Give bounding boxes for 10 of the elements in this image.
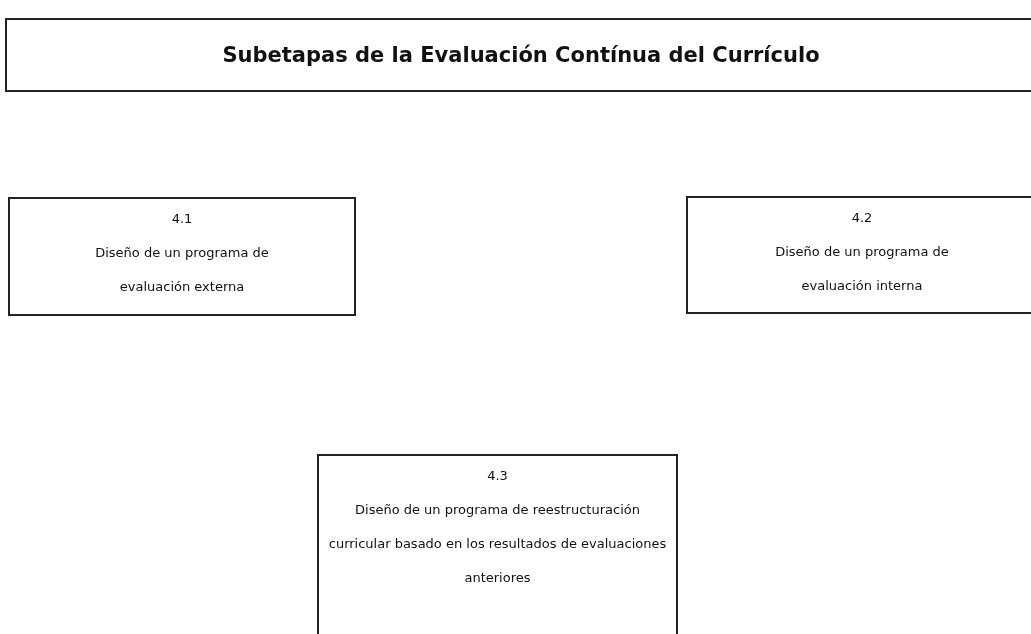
step-number: 4.1: [170, 211, 194, 226]
process-box: [686, 196, 1031, 314]
process-box: [8, 197, 356, 316]
step-description: Diseño de un programa de reestructuración curricular basado en los resultados de evaluaciones anteriores: [327, 501, 668, 587]
step-description: Diseño de un programa de evaluación externa: [94, 244, 270, 296]
step-number: 4.2: [850, 210, 874, 225]
title-text: Subetapas de la Evaluación Contínua del Currículo: [222, 43, 820, 67]
process-box: [317, 454, 678, 634]
step-number: 4.3: [486, 468, 509, 483]
step-description: Diseño de un programa de evaluación interna: [774, 243, 950, 295]
